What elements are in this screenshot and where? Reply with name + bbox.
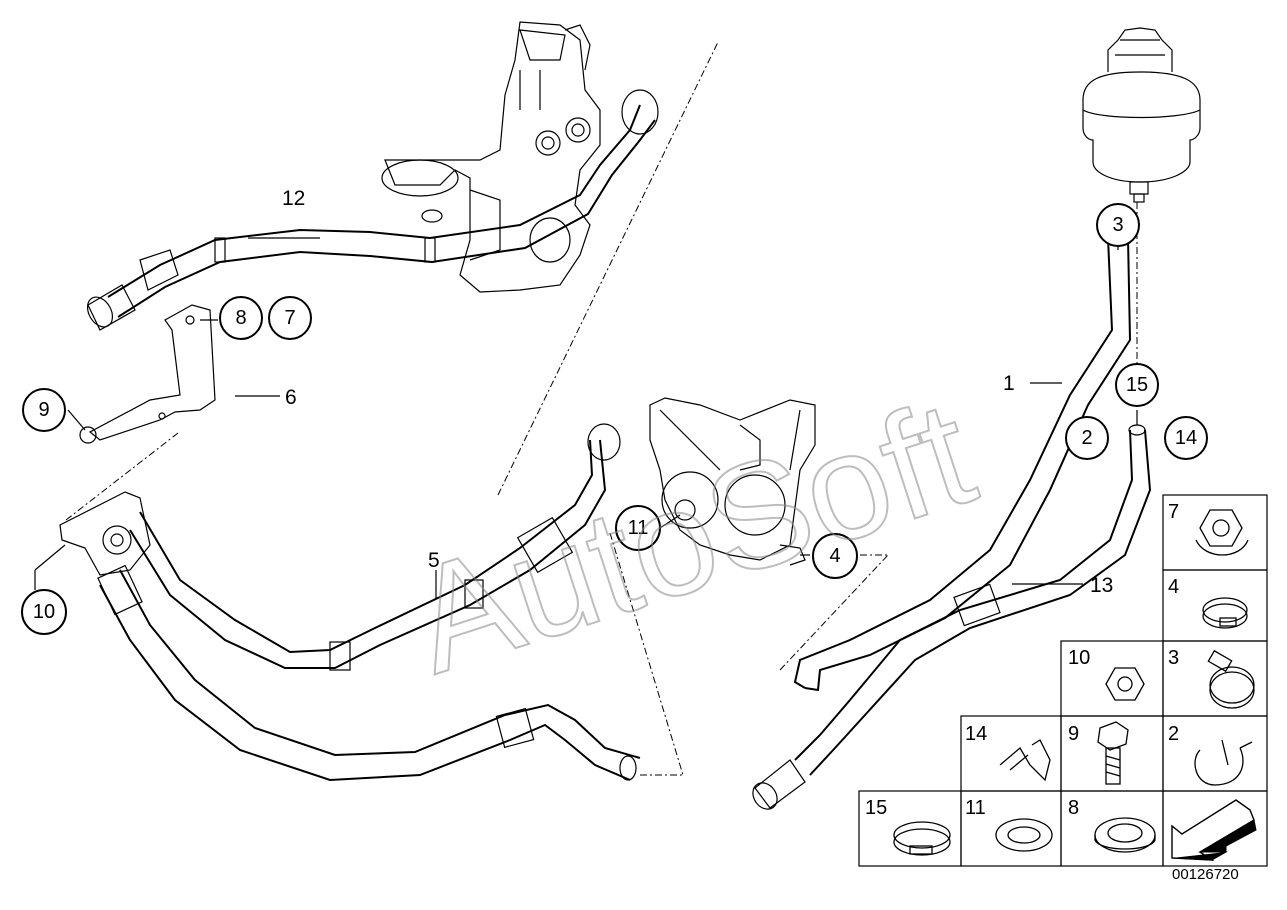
table-label-2: 2: [1168, 723, 1179, 745]
table-label-15: 15: [865, 797, 887, 819]
callout-15-text: 15: [1126, 374, 1148, 396]
callout-circle-9: 9: [22, 388, 66, 432]
callout-circle-8: 8: [219, 296, 263, 340]
callout-circle-2: 2: [1065, 416, 1109, 460]
table-label-9: 9: [1068, 723, 1079, 745]
table-label-8: 8: [1068, 797, 1079, 819]
callout-4-text: 4: [829, 545, 840, 567]
hex-nut-icon: [1195, 509, 1249, 556]
callout-circle-15: 15: [1115, 363, 1159, 407]
steering-gear: [381, 21, 601, 293]
callout-label-5: 5: [428, 549, 440, 572]
callout-circle-10: 10: [21, 589, 67, 635]
callout-3-text: 3: [1112, 214, 1123, 236]
hose-5: [129, 423, 621, 671]
bracket-10: [59, 491, 151, 576]
callout-8-text: 8: [235, 307, 246, 329]
hose-12: [86, 89, 659, 331]
hose-clip-spring-icon: [1194, 739, 1253, 786]
table-label-3: 3: [1168, 647, 1179, 669]
sealing-ring-icon: [995, 818, 1053, 852]
dashed-lines: [65, 41, 1138, 776]
parts-table: 7 4 10 3 14 9 2 15 11 8: [858, 494, 1268, 867]
callout-circle-11: 11: [615, 505, 661, 551]
callout-2-text: 2: [1081, 427, 1092, 449]
callout-label-13: 13: [1090, 574, 1113, 597]
hex-bolt-icon: [1097, 721, 1129, 785]
document-number: 00126720: [1172, 866, 1239, 883]
hose-clamp-screw-icon: [1207, 649, 1255, 709]
callout-circle-7: 7: [268, 296, 312, 340]
callout-9-text: 9: [38, 399, 49, 421]
table-label-4: 4: [1168, 576, 1179, 598]
callout-10-text: 10: [33, 601, 55, 623]
hose-13: [752, 424, 1152, 810]
callout-circle-14: 14: [1164, 416, 1208, 460]
callout-14-text: 14: [1175, 427, 1197, 449]
bracket-6: [79, 304, 216, 444]
callout-circle-3: 3: [1096, 203, 1140, 247]
table-label-7: 7: [1168, 501, 1179, 523]
leader-lines: [34, 237, 1138, 598]
sealing-ring-thick-icon: [1094, 817, 1156, 853]
callout-label-1: 1: [1003, 372, 1015, 395]
callout-label-6: 6: [285, 386, 297, 409]
table-label-14: 14: [965, 723, 987, 745]
hex-nut-small-icon: [1105, 667, 1145, 701]
watermark: AutoSoft: [392, 367, 991, 705]
table-label-10: 10: [1068, 647, 1090, 669]
callout-label-12: 12: [282, 187, 305, 210]
callout-7-text: 7: [284, 307, 295, 329]
callout-11-text: 11: [628, 517, 649, 539]
arrow-icon: [1171, 799, 1257, 861]
power-steering-pump: [649, 397, 816, 566]
table-label-11: 11: [965, 797, 986, 819]
hose-clamp-band-icon: [893, 821, 951, 856]
hose-clip-icon: [999, 739, 1051, 782]
hose-clamp-icon: [1202, 597, 1248, 629]
reservoir: [1082, 27, 1201, 203]
callout-circle-4: 4: [812, 533, 858, 579]
pipe-lower: [97, 564, 641, 782]
